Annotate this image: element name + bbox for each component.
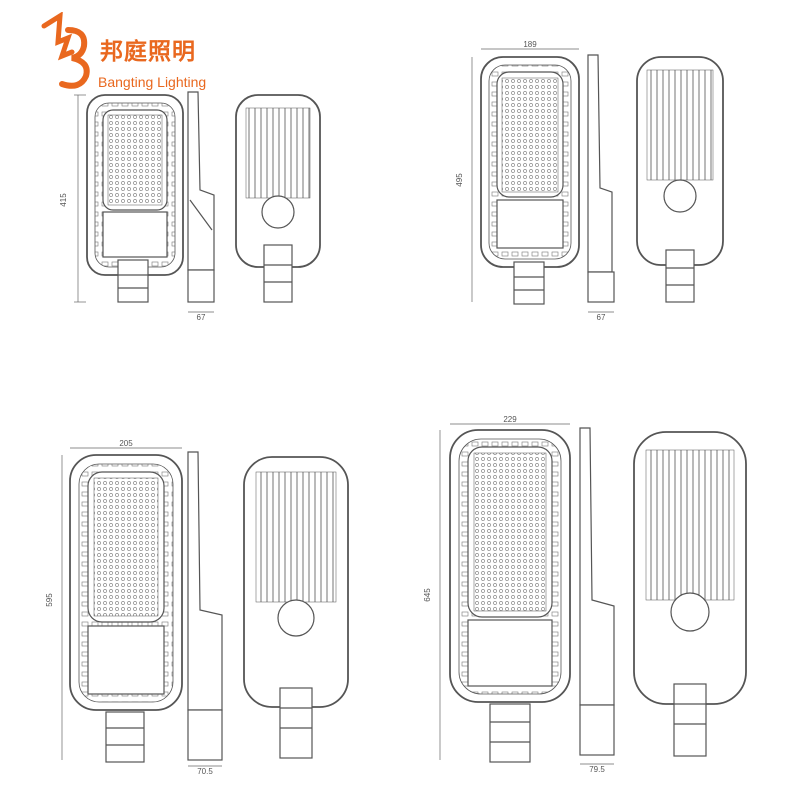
lamp-model-2 (471, 48, 724, 313)
brand-logo: 邦庭照明 Bangting Lighting (38, 12, 218, 94)
side-view (187, 451, 223, 761)
lamp-model-1 (74, 91, 321, 313)
side-view (579, 427, 615, 756)
lamp-model-3 (61, 447, 349, 767)
brand-name-en: Bangting Lighting (98, 74, 207, 90)
height-label-4: 645 (423, 588, 432, 602)
front-view (86, 94, 184, 303)
width-label-3: 205 (119, 439, 133, 448)
depth-label-1: 67 (197, 313, 206, 322)
front-view (480, 56, 580, 305)
depth-label-3: 70.5 (197, 767, 213, 776)
height-label-3: 595 (45, 593, 54, 607)
depth-label-2: 67 (597, 313, 606, 322)
depth-label-4: 79.5 (589, 765, 605, 774)
dimension-lines (74, 94, 214, 313)
width-label-2: 189 (523, 40, 537, 49)
back-view (243, 456, 349, 759)
brand-name-cn: 邦庭照明 (100, 39, 196, 65)
dimension-lines (61, 447, 222, 767)
dimension-lines (471, 48, 614, 313)
width-label-4: 229 (503, 415, 517, 424)
front-view (69, 454, 183, 763)
dimension-lines (439, 423, 614, 765)
back-view (633, 431, 747, 757)
side-view (587, 54, 615, 303)
height-label-2: 495 (455, 173, 464, 187)
side-view (187, 91, 215, 303)
front-view (449, 429, 571, 763)
back-view (235, 94, 321, 303)
back-view (636, 56, 724, 303)
height-label-1: 415 (59, 193, 68, 207)
logo-mark-icon (41, 12, 90, 89)
lamp-model-4 (439, 423, 747, 765)
